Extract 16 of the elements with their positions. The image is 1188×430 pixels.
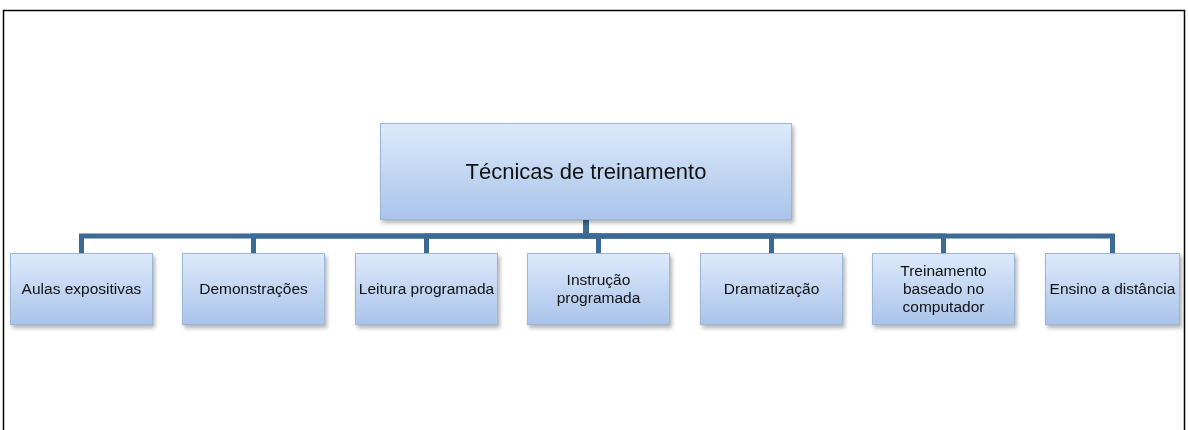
box-label: Técnicas de treinamento [465,158,707,185]
technique-box [700,253,843,325]
box-label: Treinamento baseado no computador [899,262,988,316]
box-label: Ensino a distância [1049,280,1176,298]
technique-box [182,253,325,325]
box-label: Aulas expositivas [21,280,142,298]
root-box [380,123,792,220]
technique-box [1045,253,1180,325]
technique-box [355,253,498,325]
technique-box [527,253,670,325]
box-label: Dramatização [723,280,820,298]
box-label: Demonstrações [199,280,308,298]
box-label: Instrução programada [555,271,642,307]
box-label: Leitura programada [358,280,495,298]
technique-box [10,253,153,325]
technique-box [872,253,1015,325]
